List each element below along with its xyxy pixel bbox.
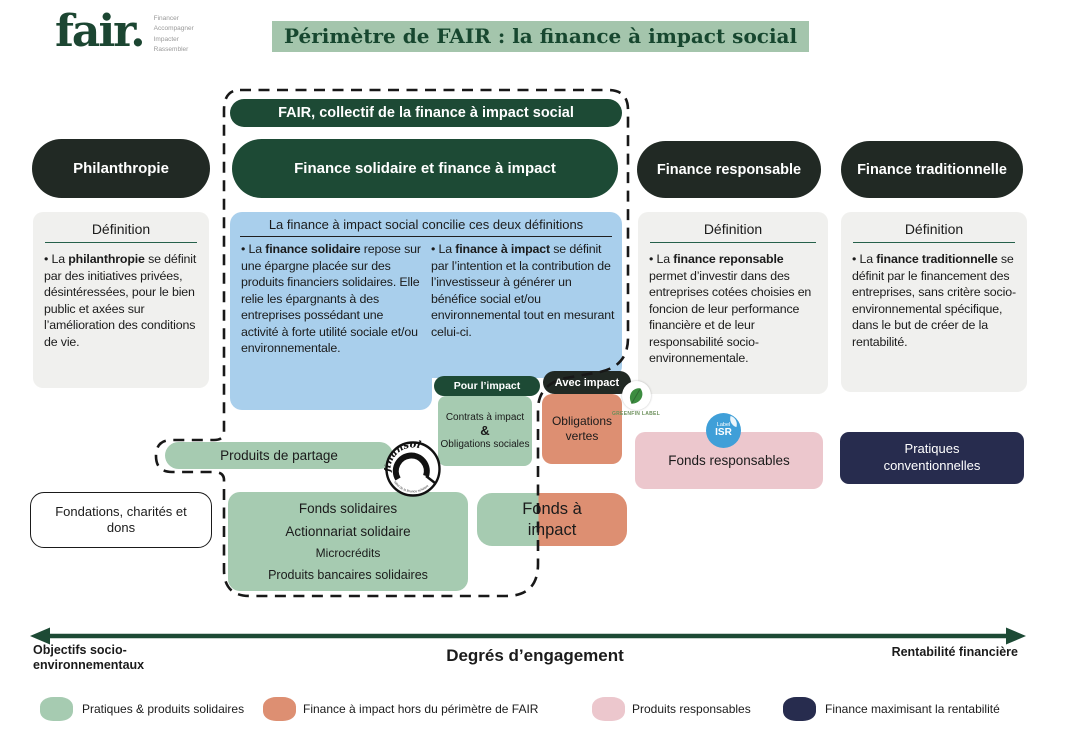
legend-swatch-solidaire <box>40 697 73 721</box>
pratiques-conventionnelles-box: Pratiques conventionnelles <box>840 432 1024 484</box>
logo-word-financer: Financer <box>153 15 179 23</box>
fondations-label: Fondations, charités et dons <box>55 503 187 535</box>
legend-label: Pratiques & produits solidaires <box>82 702 245 716</box>
greenfin-leaf-icon <box>621 381 651 410</box>
list-item: Produits bancaires solidaires <box>268 567 428 582</box>
axis-label-left: Objectifs socio-environnementaux <box>33 643 145 672</box>
axis-label-right: Rentabilité financière <box>891 645 1018 659</box>
def-rest: se définit par des initiatives privées, … <box>44 252 197 349</box>
fonds-solidaires-box: Fonds solidaires Actionnariat solidaire … <box>228 492 468 591</box>
fair-collective-label: FAIR, collectif de la finance à impact s… <box>230 99 622 127</box>
contrats-ampersand: & <box>480 423 490 439</box>
obligations-vertes-label: Obligations vertes <box>551 414 613 443</box>
def-prefix: • La <box>44 252 69 266</box>
list-item: Fonds solidaires <box>298 501 398 517</box>
def-bold-term: finance reponsable <box>673 252 784 266</box>
def-rest: se définit par le financement des entrep… <box>852 252 1016 349</box>
def-prefix: • La <box>431 242 456 256</box>
def-rest: repose sur une épargne placée sur des pr… <box>241 242 421 355</box>
def-bold-term: finance solidaire <box>265 242 361 256</box>
list-item: Actionnariat solidaire <box>285 523 411 539</box>
header-philanthropie: Philanthropie <box>32 139 210 198</box>
definition-finance-solidaire: • La finance solidaire repose sur une ép… <box>241 241 423 357</box>
fondations-charites-box: Fondations, charités et dons <box>30 492 212 548</box>
contrats-line2: Obligations sociales <box>440 438 530 450</box>
legend-label: Finance à impact hors du périmètre de FA… <box>303 702 539 716</box>
impact-definitions-title: La finance à impact social concilie ces … <box>240 217 612 237</box>
pour-impact-pill: Pour l’impact <box>434 376 540 396</box>
definition-title: Définition <box>650 212 816 243</box>
contrats-line1: Contrats à impact <box>445 411 525 423</box>
def-prefix: • La <box>852 252 877 266</box>
list-item: Microcrédits <box>315 546 381 561</box>
def-prefix: • La <box>241 242 266 256</box>
definition-text-philanthropie: • La philanthropie se définit par des in… <box>33 243 209 350</box>
finansol-label-icon: finansol label de la finance solidaire <box>384 440 441 497</box>
definition-box-traditionnelle: Définition • La finance traditionnelle s… <box>841 212 1027 392</box>
def-rest: se définit par l’intention et la contrib… <box>431 242 615 339</box>
pratiques-conventionnelles-label: Pratiques conventionnelles <box>883 441 981 473</box>
definition-finance-a-impact: • La finance à impact se définit par l’i… <box>431 241 615 340</box>
greenfin-label-badge: GREENFIN LABEL <box>608 381 664 417</box>
legend-swatch-rentabilite <box>783 697 816 721</box>
produits-de-partage-pill: Produits de partage <box>165 442 393 469</box>
axis-label-center: Degrés d’engagement <box>446 646 624 665</box>
legend-label: Produits responsables <box>632 702 751 716</box>
def-bold-term: philanthropie <box>68 252 145 266</box>
fonds-a-impact-label: Fonds à impact <box>522 499 582 539</box>
legend-label: Finance maximisant la rentabilité <box>825 702 1000 716</box>
header-finance-traditionnelle: Finance traditionnelle <box>841 141 1023 198</box>
isr-label-main: ISR <box>715 427 732 438</box>
definition-title: Définition <box>853 212 1015 243</box>
def-bold-term: finance traditionnelle <box>876 252 998 266</box>
definition-title: Définition <box>45 212 197 243</box>
legend-swatch-responsable <box>592 697 625 721</box>
label-isr-icon: Label ISR <box>706 413 741 448</box>
logo-word-accompagner: Accompagner <box>153 25 194 33</box>
def-prefix: • La <box>649 252 674 266</box>
legend-swatch-impact-hors-fair <box>263 697 296 721</box>
fair-logo-wordmark: fair. <box>55 6 146 57</box>
logo-word-impacter: Impacter <box>153 35 179 43</box>
fonds-a-impact-box: Fonds à impact <box>477 493 627 546</box>
definition-box-responsable: Définition • La finance reponsable perme… <box>638 212 828 394</box>
header-finance-responsable: Finance responsable <box>637 141 821 198</box>
logo-word-rassembler: Rassembler <box>153 45 189 53</box>
definition-box-philanthropie: Définition • La philanthropie se définit… <box>33 212 209 388</box>
def-rest: permet d’investir dans des entreprises c… <box>649 268 812 366</box>
fair-logo: fair. Financer Accompagner Impacter Rass… <box>55 6 194 57</box>
contrats-obligations-box: Contrats à impact & Obligations sociales <box>438 396 532 466</box>
header-finance-solidaire: Finance solidaire et finance à impact <box>232 139 618 198</box>
isr-label-top: Label <box>716 421 731 428</box>
definition-text-traditionnelle: • La finance traditionnelle se définit p… <box>841 243 1027 350</box>
fair-logo-tagline: Financer Accompagner Impacter Rassembler <box>154 14 194 54</box>
page-title: Périmètre de FAIR : la finance à impact … <box>272 21 810 52</box>
engagement-axis-arrow <box>30 627 1026 645</box>
definition-text-responsable: • La finance reponsable permet d’investi… <box>638 243 828 367</box>
def-bold-term: finance à impact <box>455 242 550 256</box>
greenfin-label-text: GREENFIN LABEL <box>611 411 661 417</box>
